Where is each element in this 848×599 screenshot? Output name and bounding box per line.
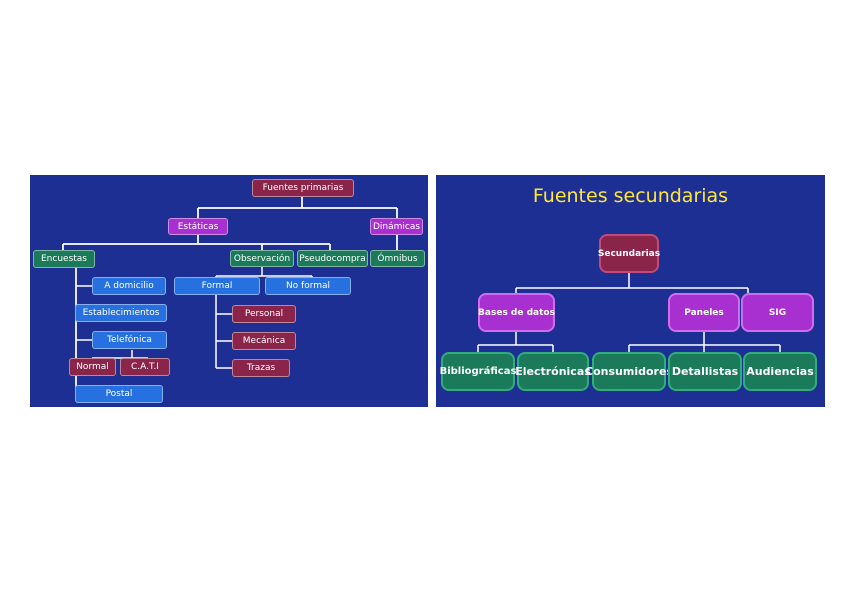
- node-bases-de-datos: Bases de datos: [478, 293, 555, 332]
- node-paneles: Paneles: [668, 293, 740, 332]
- tree-connectors-secundarias: [477, 273, 781, 352]
- node-normal: Normal: [69, 358, 116, 376]
- node-pseudocompra: Pseudocompra: [297, 250, 368, 267]
- node-personal: Personal: [232, 305, 296, 323]
- node-a-domicilio: A domicilio: [92, 277, 166, 295]
- node-audiencias: Audiencias: [743, 352, 817, 391]
- node-dinamicas: Dinámicas: [370, 218, 423, 235]
- node-formal: Formal: [174, 277, 260, 295]
- node-bibliograficas: Bibliográficas: [440, 352, 516, 391]
- node-electronicas: Electrónicas: [515, 352, 591, 391]
- node-secundarias: Secundarias: [598, 234, 660, 273]
- node-estaticas: Estáticas: [168, 218, 228, 235]
- node-trazas: Trazas: [232, 359, 290, 377]
- node-telefonica: Telefónica: [92, 331, 167, 349]
- node-establecimientos: Establecimientos: [75, 304, 167, 322]
- node-sig: SIG: [741, 293, 814, 332]
- fuentes-secundarias-slide: Fuentes secundarias Secundarias Bases de…: [436, 175, 825, 407]
- node-no-formal: No formal: [265, 277, 351, 295]
- node-fuentes-primarias: Fuentes primarias: [252, 179, 354, 197]
- node-mecanica: Mecánica: [232, 332, 296, 350]
- node-postal: Postal: [75, 385, 163, 403]
- node-observacion: Observación: [230, 250, 294, 267]
- node-encuestas: Encuestas: [33, 250, 95, 268]
- slide-title: Fuentes secundarias: [532, 185, 729, 207]
- node-consumidores: Consumidores: [585, 352, 673, 391]
- node-detallistas: Detallistas: [668, 352, 742, 391]
- node-omnibus: Ómnibus: [370, 250, 425, 267]
- node-cati: C.A.T.I: [120, 358, 170, 376]
- primarias-nodes: Fuentes primarias Estáticas Dinámicas En…: [30, 175, 428, 407]
